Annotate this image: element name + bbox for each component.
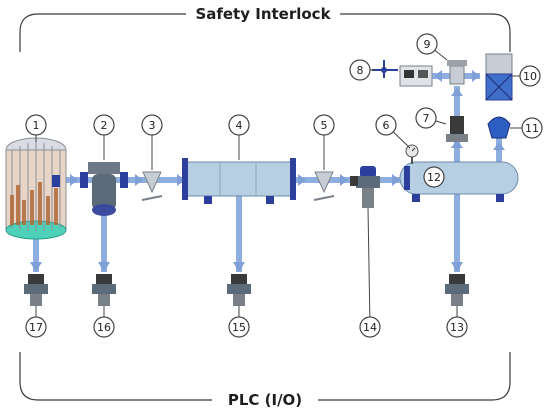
control-valve-17 [24, 274, 48, 306]
callout-circle-14 [359, 316, 381, 338]
callout-number-11: 11 [525, 122, 539, 135]
arrow-4 [298, 174, 306, 186]
callout-number-7: 7 [423, 112, 430, 125]
callout-number-5: 5 [321, 119, 328, 132]
plc-frame-right [318, 352, 511, 401]
callout-circle-4 [228, 114, 250, 136]
callout-number-8: 8 [357, 64, 364, 77]
filter-separator [80, 162, 128, 216]
control-valve-13 [445, 274, 469, 306]
callout-number-13: 13 [450, 321, 464, 334]
callout-circle-8 [349, 59, 371, 81]
callout-number-6: 6 [383, 119, 390, 132]
arrow-3 [177, 174, 185, 186]
pressure-gauge [405, 144, 419, 164]
plc-frame-left [19, 352, 212, 401]
controller-panel [372, 60, 433, 87]
callout-circle-12 [423, 166, 445, 188]
callout-circle-3 [141, 114, 163, 136]
callout-number-10: 10 [523, 70, 537, 83]
safety-interlock-frame-right [340, 13, 511, 52]
arrow-down-15 [233, 262, 245, 272]
arrow-down-13 [451, 262, 463, 272]
callout-circle-7 [415, 107, 437, 129]
safety-interlock-title: Safety Interlock [195, 5, 331, 23]
valve-assembly-9 [447, 60, 467, 85]
callout-number-16: 16 [97, 321, 111, 334]
callout-circle-2 [93, 114, 115, 136]
callout-number-3: 3 [149, 119, 156, 132]
check-valve-3 [141, 171, 163, 201]
callout-number-15: 15 [232, 321, 246, 334]
callout-number-12: 12 [427, 171, 441, 184]
callout-number-9: 9 [424, 38, 431, 51]
arrow-left-8 [434, 70, 442, 82]
arrow-right-10 [472, 70, 480, 82]
arrow-up-11 [493, 142, 505, 150]
check-valve-5 [313, 171, 335, 201]
arrow-5 [340, 174, 348, 186]
arrow-1 [70, 174, 78, 186]
callout-number-4: 4 [236, 119, 243, 132]
arrow-2 [135, 174, 143, 186]
callout-number-1: 1 [33, 119, 40, 132]
callout-circle-17 [25, 316, 47, 338]
safety-interlock-frame [19, 13, 186, 52]
callout-circle-13 [446, 316, 468, 338]
callout-circle-16 [93, 316, 115, 338]
callout-circle-15 [228, 316, 250, 338]
callout-circle-5 [313, 114, 335, 136]
callout-circle-6 [375, 114, 397, 136]
callout-circle-1 [25, 114, 47, 136]
callout-number-14: 14 [363, 321, 377, 334]
callout-circle-11 [521, 117, 543, 139]
callout-circle-10 [519, 65, 541, 87]
control-valve-14 [350, 166, 380, 208]
arrow-up-9 [451, 88, 463, 96]
heat-exchanger [182, 158, 296, 204]
callout-circle-9 [416, 33, 438, 55]
callout-leader-14 [367, 207, 371, 328]
callout-number-2: 2 [101, 119, 108, 132]
reactor-tank [5, 137, 67, 240]
flow-arrows [30, 70, 505, 272]
arrow-down-16 [98, 262, 110, 272]
callout-number-17: 17 [29, 321, 43, 334]
control-valve-15 [227, 274, 251, 306]
arrow-down-17 [30, 262, 42, 272]
safety-valve [446, 116, 468, 142]
air-vent [487, 116, 511, 139]
filter-housing [485, 53, 513, 101]
arrow-6 [392, 174, 400, 186]
arrow-up-7 [451, 140, 463, 148]
plc-title: PLC (I/O) [228, 391, 302, 409]
control-valve-16 [92, 274, 116, 306]
